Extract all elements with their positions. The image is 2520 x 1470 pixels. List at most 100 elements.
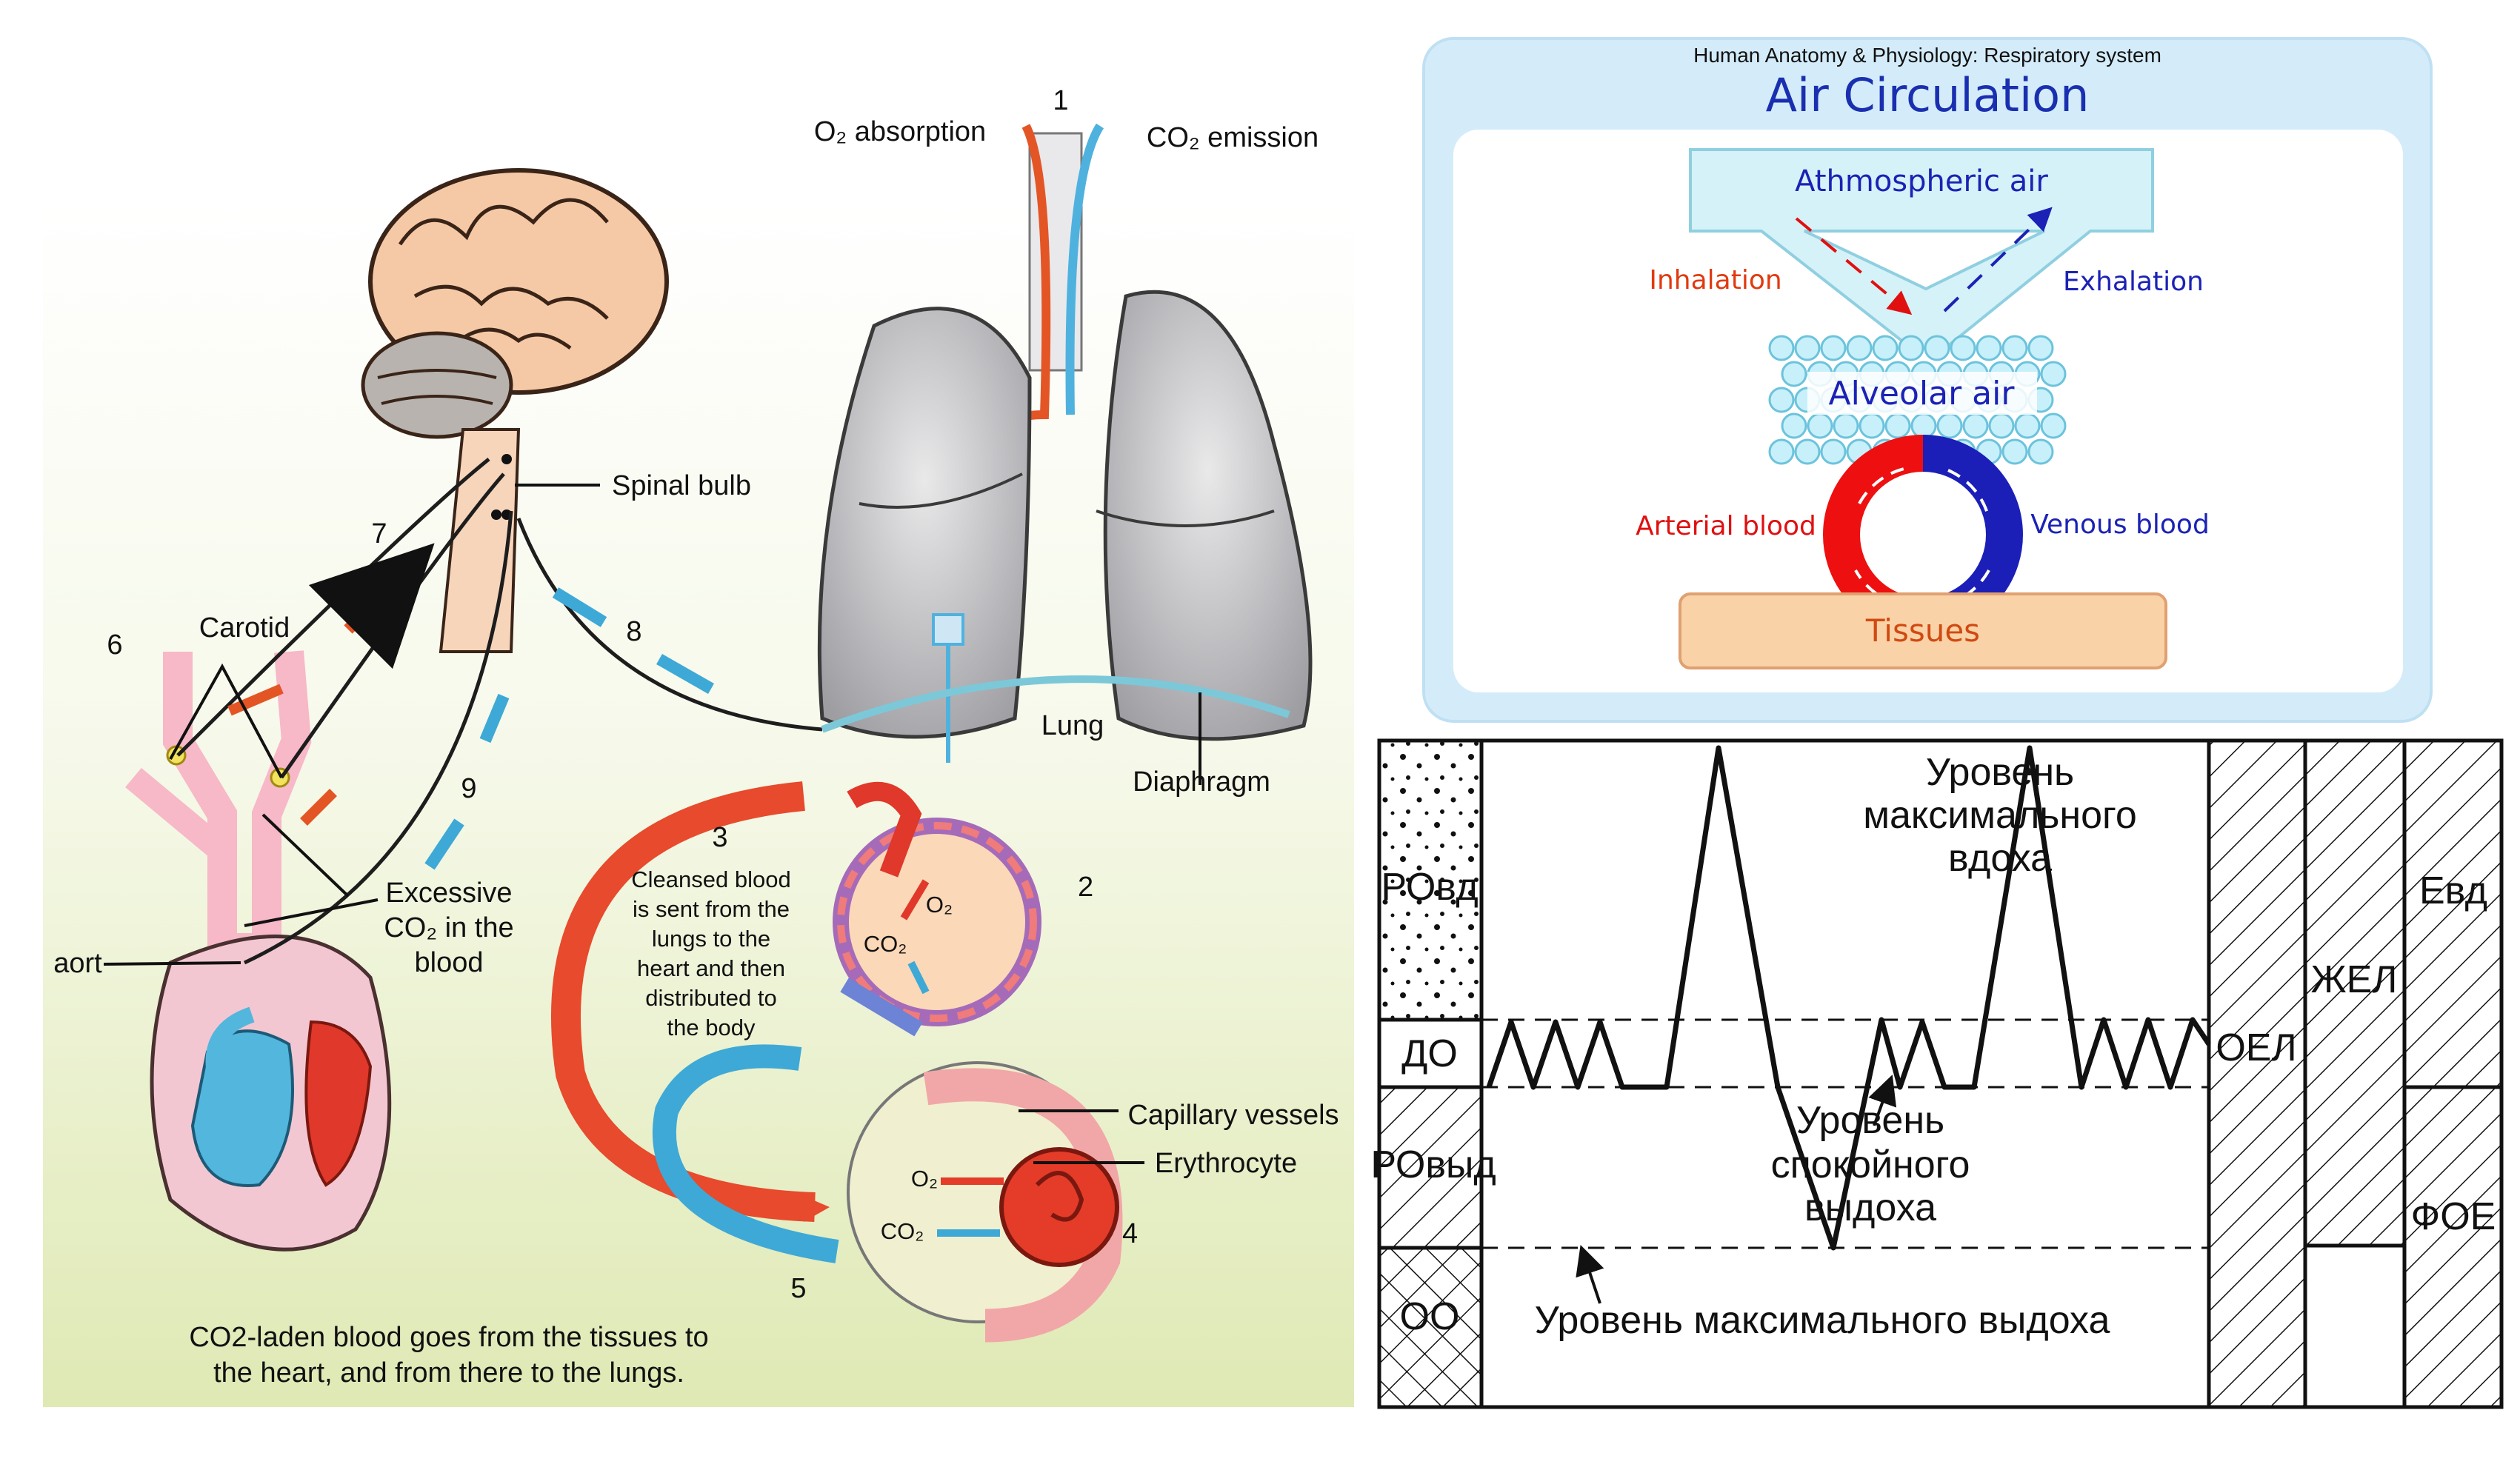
label-cleansed-blood-line2: is sent from the — [633, 896, 790, 922]
alveolar-label-bg — [1807, 372, 2037, 415]
alveolus-bubble — [1872, 335, 1899, 361]
alveolus-bubble — [1820, 335, 1847, 361]
label-max-exhale: Уровень максимального выдоха — [1535, 1299, 2110, 1342]
label-oel: ОЕЛ — [2216, 1026, 2296, 1069]
e-vd-foe-column — [2406, 742, 2500, 1406]
arrow-8 — [552, 587, 607, 627]
alveolus-bubble — [1768, 438, 1795, 465]
label-number-4: 4 — [1122, 1218, 1138, 1249]
diaphragm-line — [821, 675, 1290, 733]
label-max-inhale-line1: Уровень — [1926, 751, 2074, 794]
label-number-6: 6 — [107, 629, 122, 661]
label-number-7: 7 — [371, 518, 387, 549]
exhalation-arrow — [1943, 207, 2053, 313]
label-spinal-bulb: Spinal bulb — [612, 470, 751, 501]
alveolus-bubble — [2040, 412, 2067, 439]
trachea — [1003, 123, 1104, 430]
brain-illustration — [361, 168, 669, 653]
label-zhel: ЖЕЛ — [2311, 958, 2398, 1001]
alveolus-bubble — [1924, 335, 1950, 361]
caption-line1: CO2-laden blood goes from the tissues to — [189, 1322, 708, 1353]
panel-title: Air Circulation — [1766, 68, 2090, 122]
label-aort: aort — [53, 948, 102, 979]
alveolus-bubble — [1910, 412, 1937, 439]
blue-circulation-arrow — [652, 1044, 839, 1263]
oo-zone — [1381, 1248, 1480, 1406]
label-diaphragm: Diaphragm — [1133, 766, 1270, 798]
alveolus-bubble — [1833, 412, 1859, 439]
label-alveolus-co2: CO₂ — [864, 931, 907, 957]
label-number-3: 3 — [712, 822, 727, 853]
inhalation-label: Inhalation — [1649, 265, 1781, 295]
arrow-9 — [479, 693, 510, 744]
label-carotid: Carotid — [199, 612, 290, 644]
tissues-label: Tissues — [1865, 612, 1980, 649]
label-e-vd: Евд — [2419, 869, 2487, 912]
label-po-vd: РОвд — [1381, 866, 1478, 909]
alveolus-bubble — [1807, 412, 1833, 439]
label-do: ДО — [1401, 1032, 1458, 1075]
respiration-illustration: 1 2 3 4 5 6 7 8 9 O₂ absorption CO₂ emis… — [43, 85, 1354, 1407]
venous-blood-label: Venous blood — [2030, 510, 2210, 540]
label-excessive-co2-line3: blood — [415, 947, 484, 978]
label-calm-exhale-line2: спокойного — [1771, 1143, 1970, 1186]
alveolus-bubble — [1846, 335, 1873, 361]
label-max-inhale-line2: максимального — [1863, 794, 2137, 837]
spirogram-curve — [1486, 745, 2211, 1251]
label-cleansed-blood-line5: distributed to — [645, 985, 777, 1011]
alveolus-bubble — [1768, 335, 1795, 361]
label-alveolus-o2: O₂ — [926, 892, 953, 918]
alveolus-bubble — [1898, 335, 1924, 361]
alveolus-bubble — [2027, 335, 2054, 361]
label-foe: ФОЕ — [2411, 1195, 2496, 1238]
label-o2-absorption: O₂ absorption — [814, 116, 986, 147]
alveolus-bubble — [2001, 438, 2028, 465]
label-excessive-co2-line2: CO₂ in the — [384, 912, 513, 943]
signal-arrows — [227, 543, 714, 870]
alveolus-bubble — [2001, 335, 2028, 361]
alveolus-bubble — [2014, 412, 2041, 439]
exhalation-label: Exhalation — [2063, 267, 2204, 297]
label-max-inhale-line3: вдоха — [1948, 837, 2052, 880]
zhel-column — [2307, 742, 2403, 1246]
alveolus-bubble — [1859, 412, 1885, 439]
oel-column — [2210, 742, 2304, 1406]
alveolus-bubble — [1962, 412, 1989, 439]
alveolus-bubble — [1781, 412, 1807, 439]
label-cleansed-blood-line1: Cleansed blood — [631, 866, 790, 892]
label-number-5: 5 — [790, 1273, 806, 1304]
label-number-2: 2 — [1078, 872, 1093, 903]
label-number-1: 1 — [1053, 85, 1068, 116]
alveolus-bubble — [1794, 438, 1821, 465]
lungs-illustration — [817, 290, 1313, 763]
label-po-vyd: РОвыд — [1370, 1143, 1496, 1186]
label-leader-lines — [103, 484, 600, 966]
alveolus-bubble — [2040, 361, 2067, 387]
label-cell-o2: O₂ — [911, 1166, 938, 1192]
alveolus-bubble — [1781, 361, 1807, 387]
alveolus-bubble — [1936, 412, 1963, 439]
label-lung: Lung — [1041, 710, 1104, 741]
label-oo: ОО — [1400, 1295, 1460, 1338]
alveolar-air-label: Alveolar air — [1829, 375, 2016, 412]
inhalation-arrow — [1795, 217, 1913, 315]
caption-line2: the heart, and from there to the lungs. — [213, 1357, 684, 1389]
alveolus-illustration — [833, 781, 1041, 1037]
alveolus-bubble — [1976, 335, 2002, 361]
po-vd-zone — [1381, 742, 1480, 1020]
alveolus-bubble — [1988, 412, 2015, 439]
alveolus-bubble — [1794, 335, 1821, 361]
alveolus-bubble — [2027, 438, 2054, 465]
label-erythrocyte: Erythrocyte — [1155, 1148, 1297, 1179]
arterial-blood-label: Arterial blood — [1636, 511, 1816, 541]
co2-emission-arrow — [1065, 123, 1104, 415]
tissues-box — [1679, 592, 2167, 669]
label-capillary-vessels: Capillary vessels — [1127, 1100, 1339, 1131]
heart-illustration — [150, 934, 392, 1252]
label-cell-co2: CO₂ — [881, 1218, 924, 1244]
label-calm-exhale-line1: Уровень — [1796, 1099, 1944, 1142]
erythrocyte-shape — [999, 1147, 1119, 1267]
label-excessive-co2-line1: Excessive — [385, 878, 512, 909]
po-vyd-zone — [1381, 1087, 1480, 1248]
